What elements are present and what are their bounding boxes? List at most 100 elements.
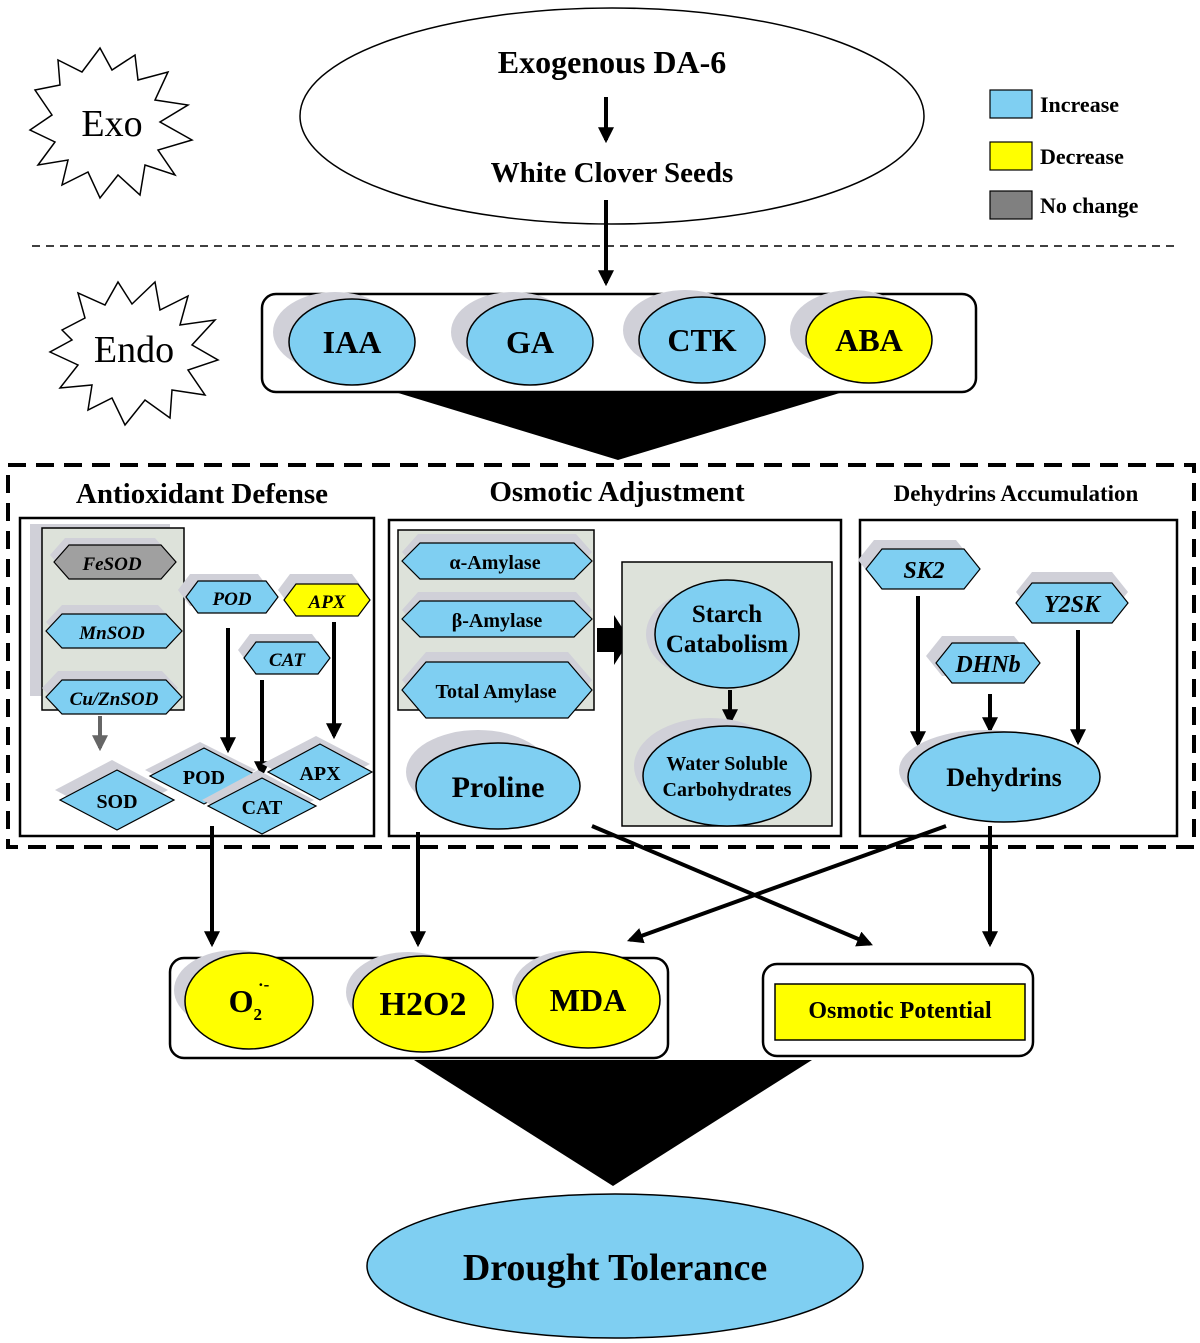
hormone-ctk-ellipse <box>638 296 766 384</box>
legend-swatch-decrease <box>989 141 1033 171</box>
hormone-aba-ellipse <box>805 296 933 384</box>
exo-source-label: Exogenous DA-6 <box>498 44 726 80</box>
hormone-iaa-label: IAA <box>323 324 382 360</box>
amylase-total-label: Total Amylase <box>436 681 557 703</box>
outcome-hydrogen-peroxide: H2O2 <box>346 952 494 1053</box>
gene-cuznsod-label: Cu/ZnSOD <box>70 689 159 710</box>
gene-y2sk-label: Y2SK <box>1044 592 1102 618</box>
hormone-aba-label: ABA <box>835 322 903 358</box>
outcome-superoxide: O2·- <box>174 950 314 1050</box>
exo-target-label: White Clover Seeds <box>491 157 734 189</box>
gene-fesod: FeSOD <box>50 538 177 580</box>
dehydrins-ellipse <box>907 731 1101 823</box>
gene-pod: POD <box>178 574 279 614</box>
wsc-ellipse <box>642 725 812 827</box>
hormone-ga: GA <box>451 292 594 386</box>
gene-mnsod-label: MnSOD <box>78 623 145 644</box>
enzyme-sod-label: SOD <box>96 791 137 813</box>
gene-apx: APX <box>278 574 371 617</box>
legend-swatch-no-change <box>989 190 1033 220</box>
h2o2-h: H <box>380 986 406 1023</box>
outcome-funnel <box>414 1060 812 1186</box>
wsc-line1: Water Soluble <box>666 753 787 775</box>
wsc-line2: Carbohydrates <box>663 779 792 801</box>
gene-sk2-shape <box>865 548 981 590</box>
osmotic-potential-box <box>774 983 1026 1041</box>
hormone-funnel <box>395 392 843 460</box>
exo-burst-shape <box>28 46 194 200</box>
gene-dhnb-shape <box>935 642 1041 684</box>
proline: Proline <box>406 730 581 830</box>
gene-cat-label: CAT <box>269 650 306 671</box>
gene-cuznsod: Cu/ZnSOD <box>42 671 183 715</box>
gene-cat-shape <box>243 641 331 675</box>
mda-label: MDA <box>550 982 626 1018</box>
drought-tolerance-ellipse <box>366 1193 864 1339</box>
mda-ellipse <box>515 951 661 1049</box>
gene-sk2-label: SK2 <box>903 558 944 584</box>
enzyme-apx-label: APX <box>299 763 341 785</box>
legend-swatch-increase <box>989 89 1033 119</box>
endo-burst-shape <box>48 280 220 427</box>
enzyme-cat-label: CAT <box>242 797 283 819</box>
dehydrins-label: Dehydrins <box>946 763 1062 792</box>
amylase-beta: β-Amylase <box>401 592 593 638</box>
hormone-ga-ellipse <box>466 298 594 386</box>
superoxide-label: O2·- <box>229 975 270 1024</box>
enzyme-cat-shape <box>206 777 318 835</box>
h2o2-label: H2O2 <box>380 986 467 1023</box>
enzyme-apx: APX <box>262 736 374 801</box>
amylase-alpha-shape <box>401 542 593 580</box>
superoxide-base: O <box>229 983 254 1019</box>
gene-dhnb-label: DHNb <box>954 652 1020 678</box>
outcome-mda: MDA <box>512 950 661 1049</box>
amylase-alpha: α-Amylase <box>401 534 593 580</box>
exo-ellipse <box>299 7 925 225</box>
hormone-iaa: IAA <box>273 292 416 386</box>
proline-ellipse <box>415 742 581 830</box>
gene-cat: CAT <box>238 634 331 675</box>
enzyme-pod-label: POD <box>183 767 225 789</box>
starch-catabolism-ellipse <box>654 579 800 689</box>
hormone-aba: ABA <box>790 290 933 384</box>
gene-mnsod: MnSOD <box>45 605 183 649</box>
gene-dhnb: DHNb <box>926 636 1041 684</box>
enzyme-sod-shape <box>58 769 176 831</box>
osmotic-title: Osmotic Adjustment <box>489 476 745 508</box>
enzyme-apx-shape <box>266 743 374 801</box>
gene-apx-label: APX <box>308 592 347 613</box>
gene-mnsod-shape <box>45 613 183 649</box>
legend-label-increase: Increase <box>1040 92 1119 117</box>
proline-label: Proline <box>452 771 545 804</box>
gene-fesod-label: FeSOD <box>81 554 141 575</box>
osmotic-potential-label: Osmotic Potential <box>808 998 992 1024</box>
hormone-ctk-label: CTK <box>667 322 736 358</box>
dehydrins-product: Dehydrins <box>899 730 1101 823</box>
legend-label-no-change: No change <box>1040 193 1139 218</box>
amylase-alpha-label: α-Amylase <box>449 552 540 574</box>
gene-pod-label: POD <box>211 589 251 610</box>
amylase-beta-label: β-Amylase <box>452 610 543 632</box>
enzyme-pod: POD <box>145 742 260 805</box>
gene-sk2: SK2 <box>858 540 981 590</box>
response-dashed-box <box>6 463 1196 849</box>
exo-burst-label: Exo <box>81 103 142 145</box>
dehydrins-title: Dehydrins Accumulation <box>894 481 1139 506</box>
h2o2-ellipse <box>352 955 494 1053</box>
amylase-total-shape <box>401 661 593 719</box>
h2o2-sub1: 2 <box>406 986 423 1023</box>
hormone-iaa-ellipse <box>288 298 416 386</box>
gene-pod-shape <box>185 580 279 614</box>
starch-catabolism: Starch Catabolism <box>646 579 800 689</box>
gene-apx-shape <box>283 583 371 617</box>
enzyme-sod: SOD <box>55 760 176 831</box>
gene-cuznsod-shape <box>45 679 183 715</box>
drought-tolerance-label: Drought Tolerance <box>463 1247 767 1289</box>
amylase-beta-shape <box>401 600 593 638</box>
endo-burst-label: Endo <box>94 329 174 371</box>
legend-label-decrease: Decrease <box>1040 144 1124 169</box>
antioxidant-title: Antioxidant Defense <box>76 478 328 510</box>
superoxide-ellipse <box>184 952 314 1050</box>
superoxide-sub: 2 <box>254 1005 263 1024</box>
